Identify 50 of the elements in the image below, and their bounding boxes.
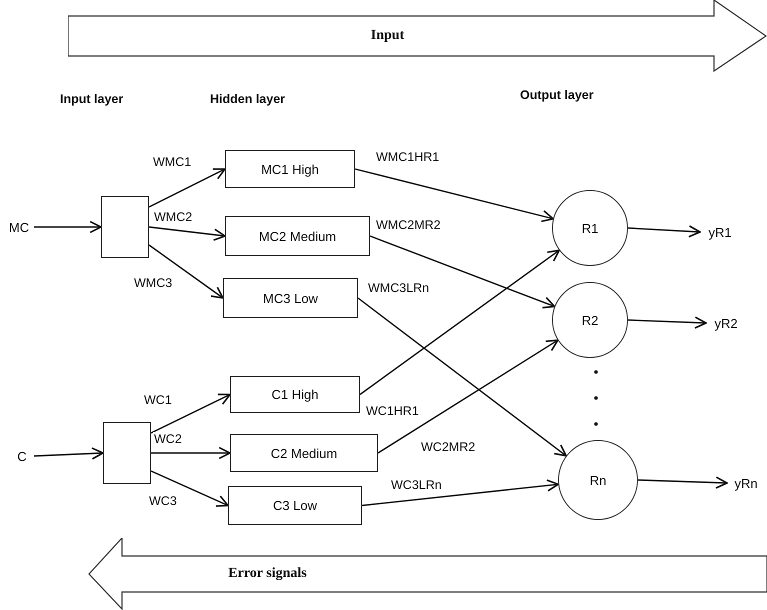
hidden-neuron-box: MC2 Medium bbox=[225, 216, 370, 256]
edge-label: WMC1HR1 bbox=[375, 150, 440, 164]
edge-label: WC2MR2 bbox=[420, 440, 476, 454]
arrow bbox=[354, 168, 554, 222]
hidden-neuron-box: C1 High bbox=[230, 376, 360, 413]
arrow-label: Input bbox=[370, 28, 404, 44]
signal-label: yR1 bbox=[700, 223, 740, 241]
arrow bbox=[150, 470, 229, 507]
arrow bbox=[628, 316, 707, 329]
output-neuron-circle: Rn bbox=[558, 440, 638, 520]
signal-label: yR2 bbox=[706, 314, 746, 332]
input-neuron-box bbox=[101, 196, 149, 258]
arrow-label: Error signals bbox=[228, 566, 307, 582]
layer-heading: Input layer bbox=[60, 92, 124, 106]
edge-label: WC1 bbox=[143, 393, 173, 407]
arrow bbox=[362, 479, 560, 506]
arrow bbox=[151, 446, 231, 460]
signal-label: yRn bbox=[727, 474, 765, 492]
output-neuron-circle: R1 bbox=[552, 190, 628, 266]
arrow bbox=[150, 394, 231, 434]
hidden-neuron-box: MC3 Low bbox=[223, 278, 358, 318]
edge-label: WC3LRn bbox=[390, 478, 443, 492]
arrow bbox=[358, 297, 567, 457]
edge-label: WC1HR1 bbox=[365, 404, 420, 418]
input-neuron-box bbox=[103, 422, 151, 484]
arrow bbox=[148, 244, 224, 299]
edge-label: WMC2MR2 bbox=[375, 218, 442, 232]
output-neuron-circle: R2 bbox=[552, 282, 628, 358]
hidden-neuron-box: C2 Medium bbox=[230, 434, 378, 472]
edge-label: WMC3LRn bbox=[367, 281, 430, 295]
edge-label: WMC1 bbox=[152, 155, 192, 169]
edge-label: WMC3 bbox=[133, 276, 174, 290]
arrow bbox=[360, 249, 560, 396]
layer-heading: Hidden layer bbox=[210, 92, 286, 106]
arrow bbox=[34, 220, 102, 234]
arrow bbox=[378, 339, 559, 454]
signal-label: MC bbox=[4, 218, 34, 236]
arrow bbox=[628, 225, 701, 238]
arrow bbox=[370, 235, 556, 308]
arrow bbox=[638, 476, 728, 489]
arrow bbox=[148, 226, 226, 241]
arrow bbox=[148, 168, 226, 208]
arrow bbox=[34, 447, 104, 460]
hidden-neuron-box: C3 Low bbox=[228, 486, 362, 525]
edge-label: WMC2 bbox=[153, 210, 194, 224]
signal-label: C bbox=[10, 447, 34, 465]
edge-label: WC3 bbox=[148, 494, 178, 508]
edge-label: WC2 bbox=[153, 432, 183, 446]
layer-heading: Output layer bbox=[520, 88, 594, 102]
hidden-neuron-box: MC1 High bbox=[225, 150, 355, 188]
